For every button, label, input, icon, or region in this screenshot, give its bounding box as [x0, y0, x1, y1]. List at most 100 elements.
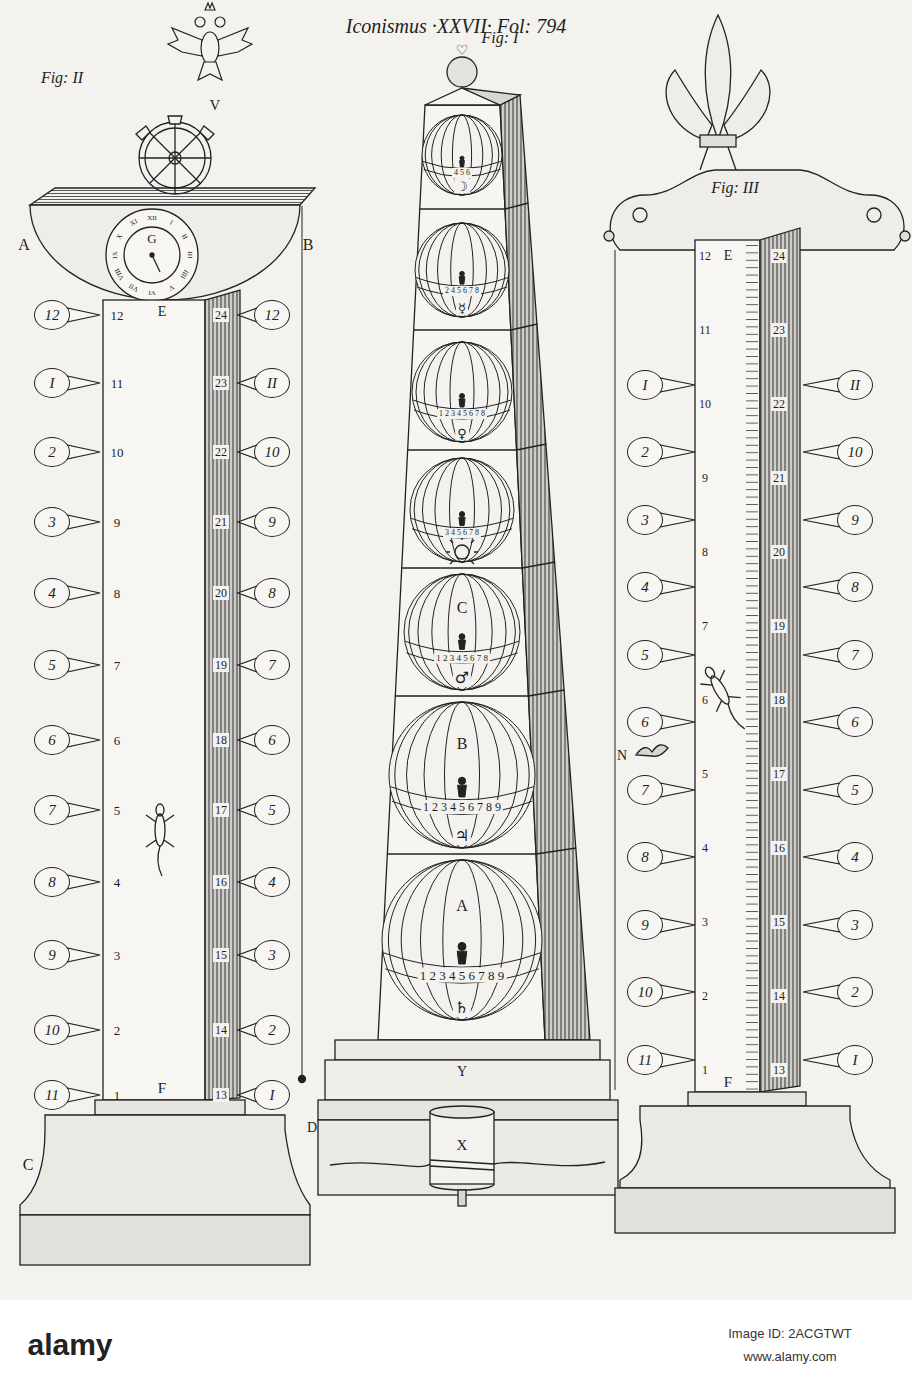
fig2-column-part — [95, 1100, 245, 1115]
hour-band: 1 2 3 4 5 6 7 8 — [437, 409, 487, 419]
fig2-bowl-part — [150, 133, 201, 184]
hour-numeral: 10 — [45, 1023, 60, 1038]
fig1-obelisk-part — [528, 690, 564, 696]
fig2-column-part — [299, 1076, 306, 1083]
fig2-bowl-part — [200, 126, 214, 140]
fig1-obelisk-part — [517, 444, 547, 450]
hour-numeral: 2 — [268, 1023, 276, 1038]
fig2-bowl-part — [124, 227, 180, 283]
tag-pointer — [803, 985, 840, 999]
hour-number: 9 — [114, 516, 121, 529]
tag-pointer — [67, 586, 100, 600]
hour-tag: 5 — [837, 775, 873, 805]
hour-number: 23 — [771, 323, 787, 337]
fig3-frame-part — [700, 135, 736, 147]
part-letter: D — [307, 1121, 317, 1135]
hour-tag: 9 — [837, 505, 873, 535]
hour-number: 10 — [699, 398, 711, 410]
fig2-eagle-part — [201, 32, 219, 64]
dial-numeral: IIII — [179, 268, 190, 280]
tag-pointer — [67, 376, 100, 390]
fig3-frame-part — [724, 70, 770, 140]
fig1-obelisk-part — [382, 860, 542, 1020]
tag-pointer — [67, 948, 100, 962]
hour-number: 20 — [213, 586, 229, 600]
hour-number: 10 — [111, 446, 124, 459]
hour-tag: 4 — [627, 572, 663, 602]
hour-number: 5 — [702, 768, 708, 780]
hour-number: 18 — [771, 693, 787, 707]
tag-pointer — [67, 515, 100, 529]
hour-tag: 10 — [34, 1015, 70, 1045]
fig3-frame-part — [695, 660, 755, 736]
planet-symbol: ☿ — [456, 301, 468, 316]
hour-tag: 2 — [254, 1015, 290, 1045]
hour-number: 3 — [702, 916, 708, 928]
hour-numeral: 7 — [641, 783, 649, 798]
tag-pointer — [803, 445, 840, 459]
fig3-frame-part — [610, 170, 904, 250]
tag-pointer — [660, 985, 695, 999]
dial-numeral: II — [180, 233, 188, 241]
hour-number: 23 — [213, 376, 229, 390]
fig1-obelisk-part — [430, 1112, 494, 1184]
planet-symbol: ♃ — [453, 827, 471, 845]
hour-band: 2 4 5 6 7 8 — [443, 286, 481, 296]
tag-pointer — [803, 850, 840, 864]
hour-numeral: II — [267, 376, 277, 391]
fig1-obelisk-part — [389, 702, 535, 848]
plate-title: Iconismus ·XXVII· Fol: 794 — [346, 16, 567, 36]
hour-numeral: I — [643, 378, 648, 393]
hour-number: 12 — [111, 309, 124, 322]
hour-number: 5 — [114, 804, 121, 817]
hour-numeral: 10 — [265, 445, 280, 460]
hour-number: 14 — [771, 989, 787, 1003]
fig3-frame-part — [620, 1106, 890, 1188]
hour-number: 7 — [114, 659, 121, 672]
fig2-bowl-part — [136, 126, 150, 140]
fig3-frame-part — [636, 745, 668, 757]
tag-pointer — [803, 918, 840, 932]
hour-number: 14 — [213, 1023, 229, 1037]
fig1-obelisk-part — [318, 1100, 618, 1120]
fig3-frame-part — [633, 208, 647, 222]
fig2-column-part-part — [155, 814, 165, 846]
dial-numeral: I — [168, 219, 174, 226]
hour-tag: 2 — [837, 977, 873, 1007]
part-letter: G — [147, 232, 156, 245]
hour-numeral: 9 — [641, 918, 649, 933]
part-letter: Y — [457, 1065, 467, 1079]
hour-tag: 4 — [837, 842, 873, 872]
fig1-obelisk-part — [414, 329, 511, 330]
fig3-frame-part — [688, 1092, 806, 1106]
fig1-obelisk-part — [330, 1160, 605, 1170]
part-letter: B — [303, 237, 314, 253]
hour-numeral: 4 — [851, 850, 859, 865]
part-letter: F — [158, 1081, 166, 1096]
hour-tag: 5 — [627, 640, 663, 670]
tag-pointer — [660, 648, 695, 662]
hour-tag: 9 — [34, 940, 70, 970]
hour-tag: 7 — [837, 640, 873, 670]
hour-tag: 7 — [627, 775, 663, 805]
hour-numeral: 7 — [268, 658, 276, 673]
part-letter: F — [724, 1075, 732, 1090]
hour-tag: 7 — [254, 650, 290, 680]
dial-numeral: VII — [128, 282, 140, 293]
tag-pointer — [660, 378, 695, 392]
hour-numeral: 9 — [48, 948, 56, 963]
fig1-obelisk-part — [387, 853, 536, 854]
hour-numeral: 9 — [851, 513, 859, 528]
hour-numeral: 8 — [48, 875, 56, 890]
tag-pointer — [67, 875, 100, 889]
fig1-obelisk-part — [430, 1184, 494, 1190]
hour-numeral: 6 — [268, 733, 276, 748]
hour-numeral: 7 — [851, 648, 859, 663]
fig2-bowl-part — [168, 116, 182, 124]
hour-tag: 4 — [34, 578, 70, 608]
hour-number: 2 — [702, 990, 708, 1002]
dial-numeral: V — [167, 283, 175, 292]
dial-numeral: XI — [129, 218, 139, 228]
hour-tag: I — [34, 368, 70, 398]
